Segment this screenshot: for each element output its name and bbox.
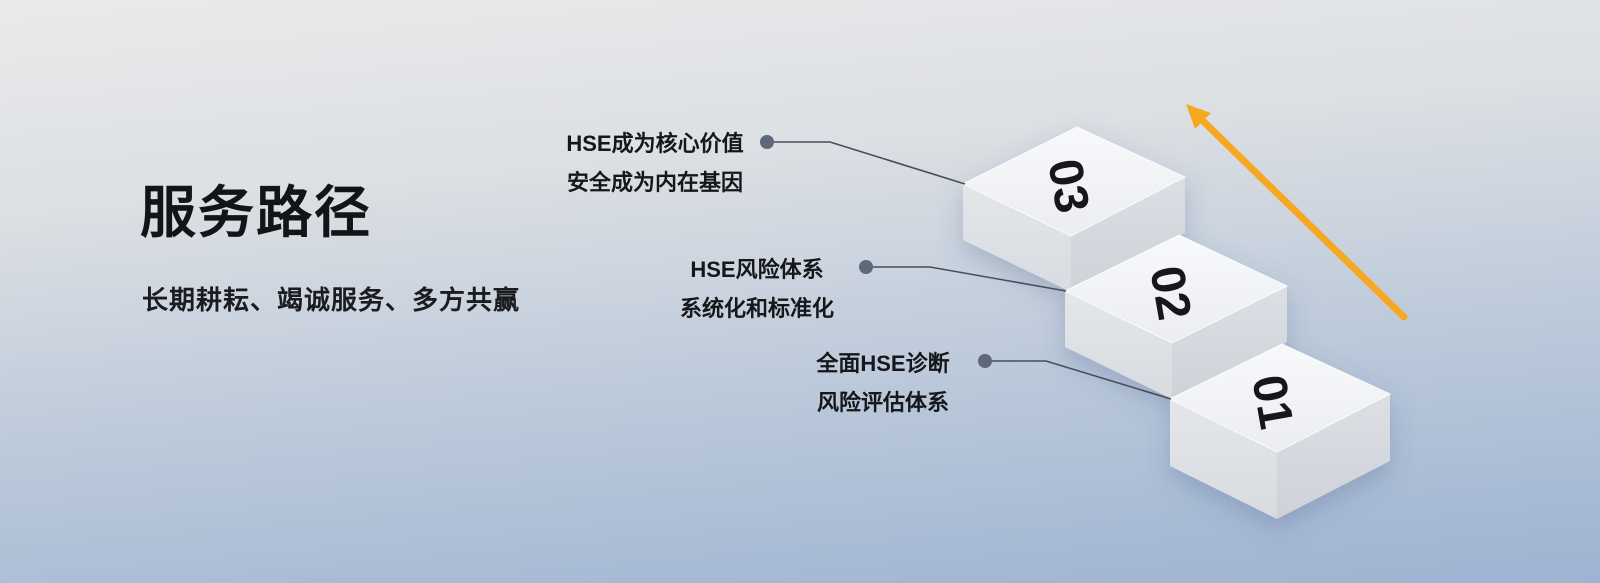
step-01-left-face (1170, 399, 1277, 519)
step-02-top-face (1063, 234, 1289, 344)
callout-step-01: 全面HSE诊断 风险评估体系 (748, 344, 1018, 422)
connector-line-step-02 (866, 266, 1067, 292)
callout-step-03-line2: 安全成为内在基因 (566, 170, 743, 195)
connectors (760, 135, 1172, 400)
step-02-left-face (1065, 291, 1172, 399)
callout-step-03-line1: HSE成为核心价值 (566, 131, 744, 156)
step-01-top-face (1168, 343, 1392, 453)
page-subtitle: 长期耕耘、竭诚服务、多方共赢 (142, 284, 521, 315)
step-03-number: 03 (1037, 155, 1098, 217)
staircase: 03 02 01 (961, 126, 1392, 519)
step-01: 01 (1168, 343, 1392, 519)
connector-dot-step-03 (760, 135, 774, 149)
connector-dot-step-02 (859, 260, 873, 274)
step-01-number: 01 (1241, 371, 1302, 433)
step-03-right-face (1071, 177, 1185, 292)
callout-step-01-line1: 全面HSE诊断 (816, 351, 950, 376)
step-02: 02 (1063, 234, 1289, 399)
step-02-right-face (1172, 286, 1287, 399)
callout-step-02-line1: HSE风险体系 (690, 257, 824, 282)
callout-step-02-line2: 系统化和标准化 (679, 296, 834, 321)
step-02-number: 02 (1139, 262, 1200, 324)
callout-step-01-line2: 风险评估体系 (816, 390, 949, 415)
growth-arrow-shaft (1199, 117, 1408, 321)
growth-arrowhead-icon (1186, 104, 1211, 129)
connector-line-step-03 (767, 141, 966, 185)
step-01-right-face (1277, 394, 1390, 519)
callout-step-02: HSE风险体系 系统化和标准化 (622, 250, 892, 328)
growth-arrow-icon (1186, 104, 1408, 321)
step-03-top-face (961, 126, 1187, 237)
callout-step-03: HSE成为核心价值 安全成为内在基因 (520, 124, 790, 202)
connector-line-step-01 (985, 360, 1172, 400)
step-03: 03 (961, 126, 1187, 292)
step-03-left-face (963, 184, 1071, 292)
connector-dot-step-01 (978, 354, 992, 368)
title-block: 服务路径 长期耕耘、竭诚服务、多方共赢 (140, 182, 520, 317)
page-title: 服务路径 (140, 181, 372, 244)
